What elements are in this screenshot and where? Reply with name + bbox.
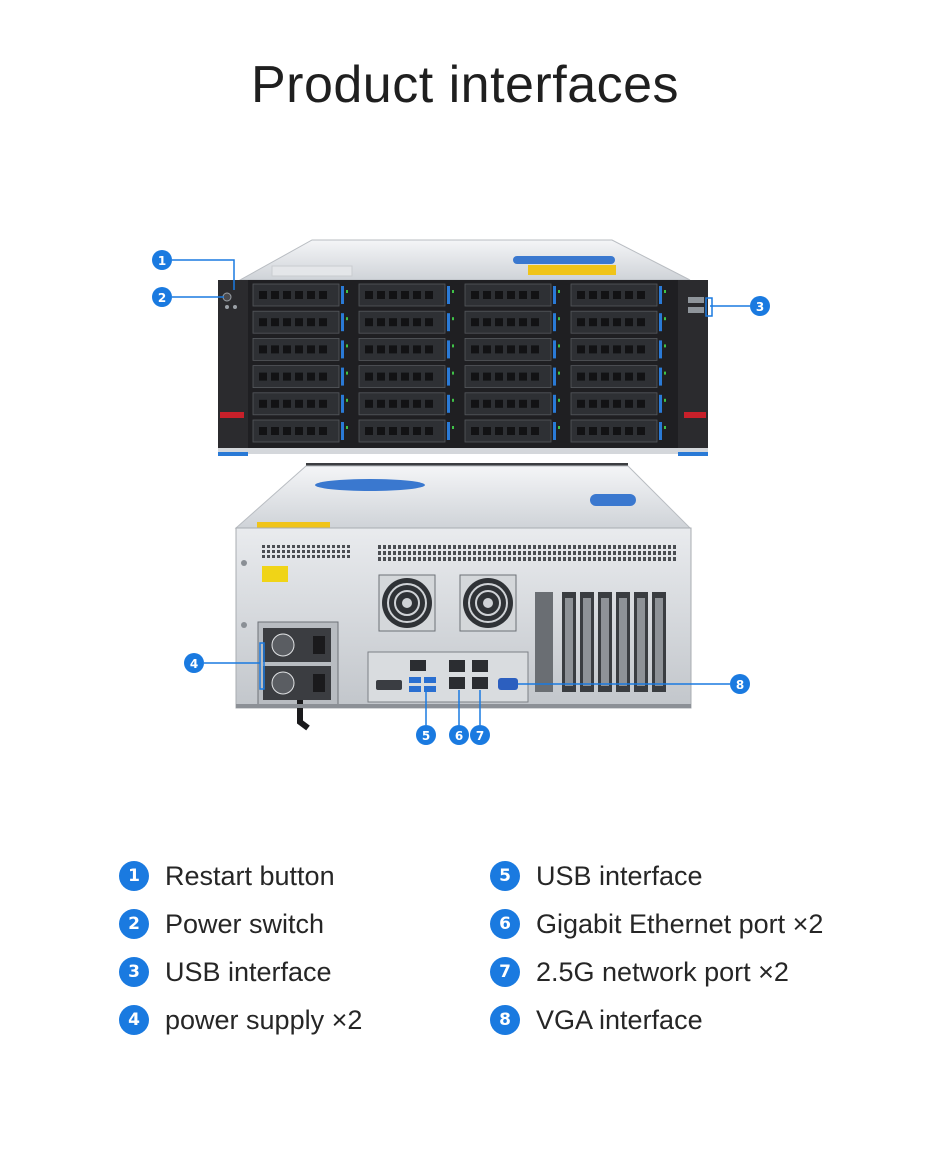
number-badge: 1 [119, 861, 149, 891]
legend-label: power supply ×2 [165, 1004, 363, 1035]
legend-item: 4 power supply ×2 [119, 1002, 362, 1038]
number-badge: 6 [490, 909, 520, 939]
number-badge: 2 [119, 909, 149, 939]
number-badge: 3 [119, 957, 149, 987]
legend-item: 6 Gigabit Ethernet port ×2 [490, 906, 823, 942]
callout-badge-4: 4 [184, 653, 204, 673]
legend-label: Restart button [165, 860, 335, 891]
legend-item: 5 USB interface [490, 858, 703, 894]
page-title: Product interfaces [250, 56, 680, 114]
callout-badge-8: 8 [730, 674, 750, 694]
legend-label: USB interface [165, 956, 332, 987]
legend-label: Gigabit Ethernet port ×2 [536, 908, 824, 939]
callout-badge-5: 5 [416, 725, 436, 745]
legend-label: 2.5G network port ×2 [536, 956, 789, 987]
svg-text:5: 5 [422, 729, 430, 743]
svg-text:6: 6 [455, 729, 463, 743]
number-badge: 8 [490, 1005, 520, 1035]
svg-text:2: 2 [158, 291, 166, 305]
svg-text:3: 3 [756, 300, 764, 314]
number-badge: 7 [490, 957, 520, 987]
legend-item: 1 Restart button [119, 858, 335, 894]
legend-item: 3 USB interface [119, 954, 332, 990]
front-server-image [218, 239, 708, 456]
legend-item: 7 2.5G network port ×2 [490, 954, 789, 990]
legend-item: 8 VGA interface [490, 1002, 703, 1038]
number-badge: 4 [119, 1005, 149, 1035]
number-badge: 5 [490, 861, 520, 891]
callout-badge-6: 6 [449, 725, 469, 745]
callout-badge-7: 7 [470, 725, 490, 745]
legend-item: 2 Power switch [119, 906, 324, 942]
legend-label: USB interface [536, 860, 703, 891]
svg-text:7: 7 [476, 729, 484, 743]
callout-lines [172, 259, 750, 725]
callout-badge-1: 1 [152, 250, 172, 270]
callout-badge-2: 2 [152, 287, 172, 307]
svg-text:8: 8 [736, 678, 744, 692]
legend-label: Power switch [165, 908, 325, 939]
svg-text:4: 4 [190, 657, 198, 671]
rear-server-image [234, 463, 692, 731]
svg-text:1: 1 [158, 254, 166, 268]
legend-label: VGA interface [536, 1004, 703, 1035]
callout-badge-3: 3 [750, 296, 770, 316]
server-illustration: 1 2 3 4 5 6 7 8 [152, 239, 770, 745]
